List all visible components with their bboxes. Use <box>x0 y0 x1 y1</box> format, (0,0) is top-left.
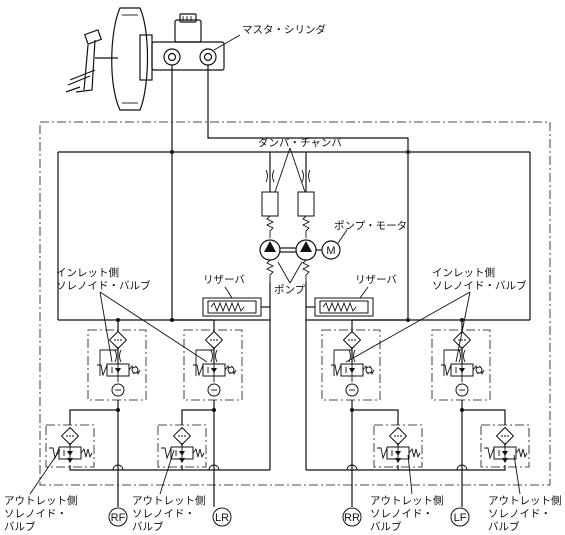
outlet-lf-label: アウトレット側 ソレノイド・ バルブ <box>488 454 562 533</box>
brake-booster <box>111 7 153 111</box>
svg-text:バルブ: バルブ <box>132 520 164 533</box>
svg-text:アウトレット側: アウトレット側 <box>488 494 562 507</box>
svg-text:アウトレット側: アウトレット側 <box>370 494 444 507</box>
svg-text:バルブ: バルブ <box>4 520 36 533</box>
inlet-right-label-line2: ソレノイド・バルブ <box>432 279 527 292</box>
damper-chamber-label: ダンパ・チャンバ <box>258 136 342 149</box>
hydraulic-unit-boundary <box>39 121 551 486</box>
inlet-right-label-line1: インレット側 <box>432 266 495 279</box>
master-cylinder-label: マスタ・シリンダ <box>242 23 326 36</box>
outlet-valve-lf <box>480 424 530 468</box>
pump-motor: M <box>321 240 341 260</box>
pump-assembly <box>259 215 322 282</box>
wheel-lr: LR <box>212 507 232 527</box>
svg-text:ソレノイド・: ソレノイド・ <box>132 508 195 520</box>
outlet-valve-lr <box>157 424 207 468</box>
inlet-valve-lr <box>183 329 243 401</box>
inlet-valve-rf <box>87 329 147 401</box>
wheel-lines <box>69 400 506 507</box>
outlet-rf-label: アウトレット側 ソレノイド・ バルブ <box>4 449 78 533</box>
brake-pedal <box>65 29 118 93</box>
damper-chamber-right <box>297 152 315 217</box>
wheel-lf-label: LF <box>454 512 467 524</box>
pump-label: ポンプ <box>274 284 306 296</box>
inlet-left-label-line2: ソレノイド・バルブ <box>56 279 151 292</box>
svg-text:ソレノイド・: ソレノイド・ <box>370 508 433 520</box>
wheel-lr-label: LR <box>215 512 229 524</box>
reservoir-right-label: リザーバ <box>355 274 397 286</box>
wheel-rr-label: RR <box>344 512 360 524</box>
svg-text:バルブ: バルブ <box>370 520 402 533</box>
outlet-valve-rf <box>45 424 95 468</box>
outlet-lr-label: アウトレット側 ソレノイド・ バルブ <box>132 449 206 533</box>
wheel-rf-label: RF <box>111 512 126 524</box>
inlet-valve-rr <box>321 329 381 401</box>
wheel-rr: RR <box>342 507 362 527</box>
pump-motor-label: ポンプ・モータ <box>334 220 407 232</box>
reservoir-left-label: リザーバ <box>203 274 245 286</box>
motor-symbol: M <box>326 245 335 257</box>
outlet-rr-label: アウトレット側 ソレノイド・ バルブ <box>370 454 444 533</box>
svg-text:アウトレット側: アウトレット側 <box>132 494 206 507</box>
wheel-lf: LF <box>450 507 470 527</box>
svg-text:バルブ: バルブ <box>488 520 520 533</box>
main-lines <box>57 65 531 320</box>
outlet-valve-rr <box>373 424 423 468</box>
inlet-left-label-line1: インレット側 <box>56 266 119 279</box>
reservoir-right <box>305 282 374 470</box>
svg-text:ソレノイド・: ソレノイド・ <box>4 508 67 520</box>
reservoir-left <box>202 282 271 470</box>
damper-chamber-left <box>261 152 279 217</box>
wheel-rf: RF <box>108 507 128 527</box>
svg-text:アウトレット側: アウトレット側 <box>4 494 78 507</box>
svg-text:ソレノイド・: ソレノイド・ <box>488 508 551 520</box>
inlet-valve-lf <box>431 329 491 401</box>
master-cylinder <box>151 13 241 71</box>
